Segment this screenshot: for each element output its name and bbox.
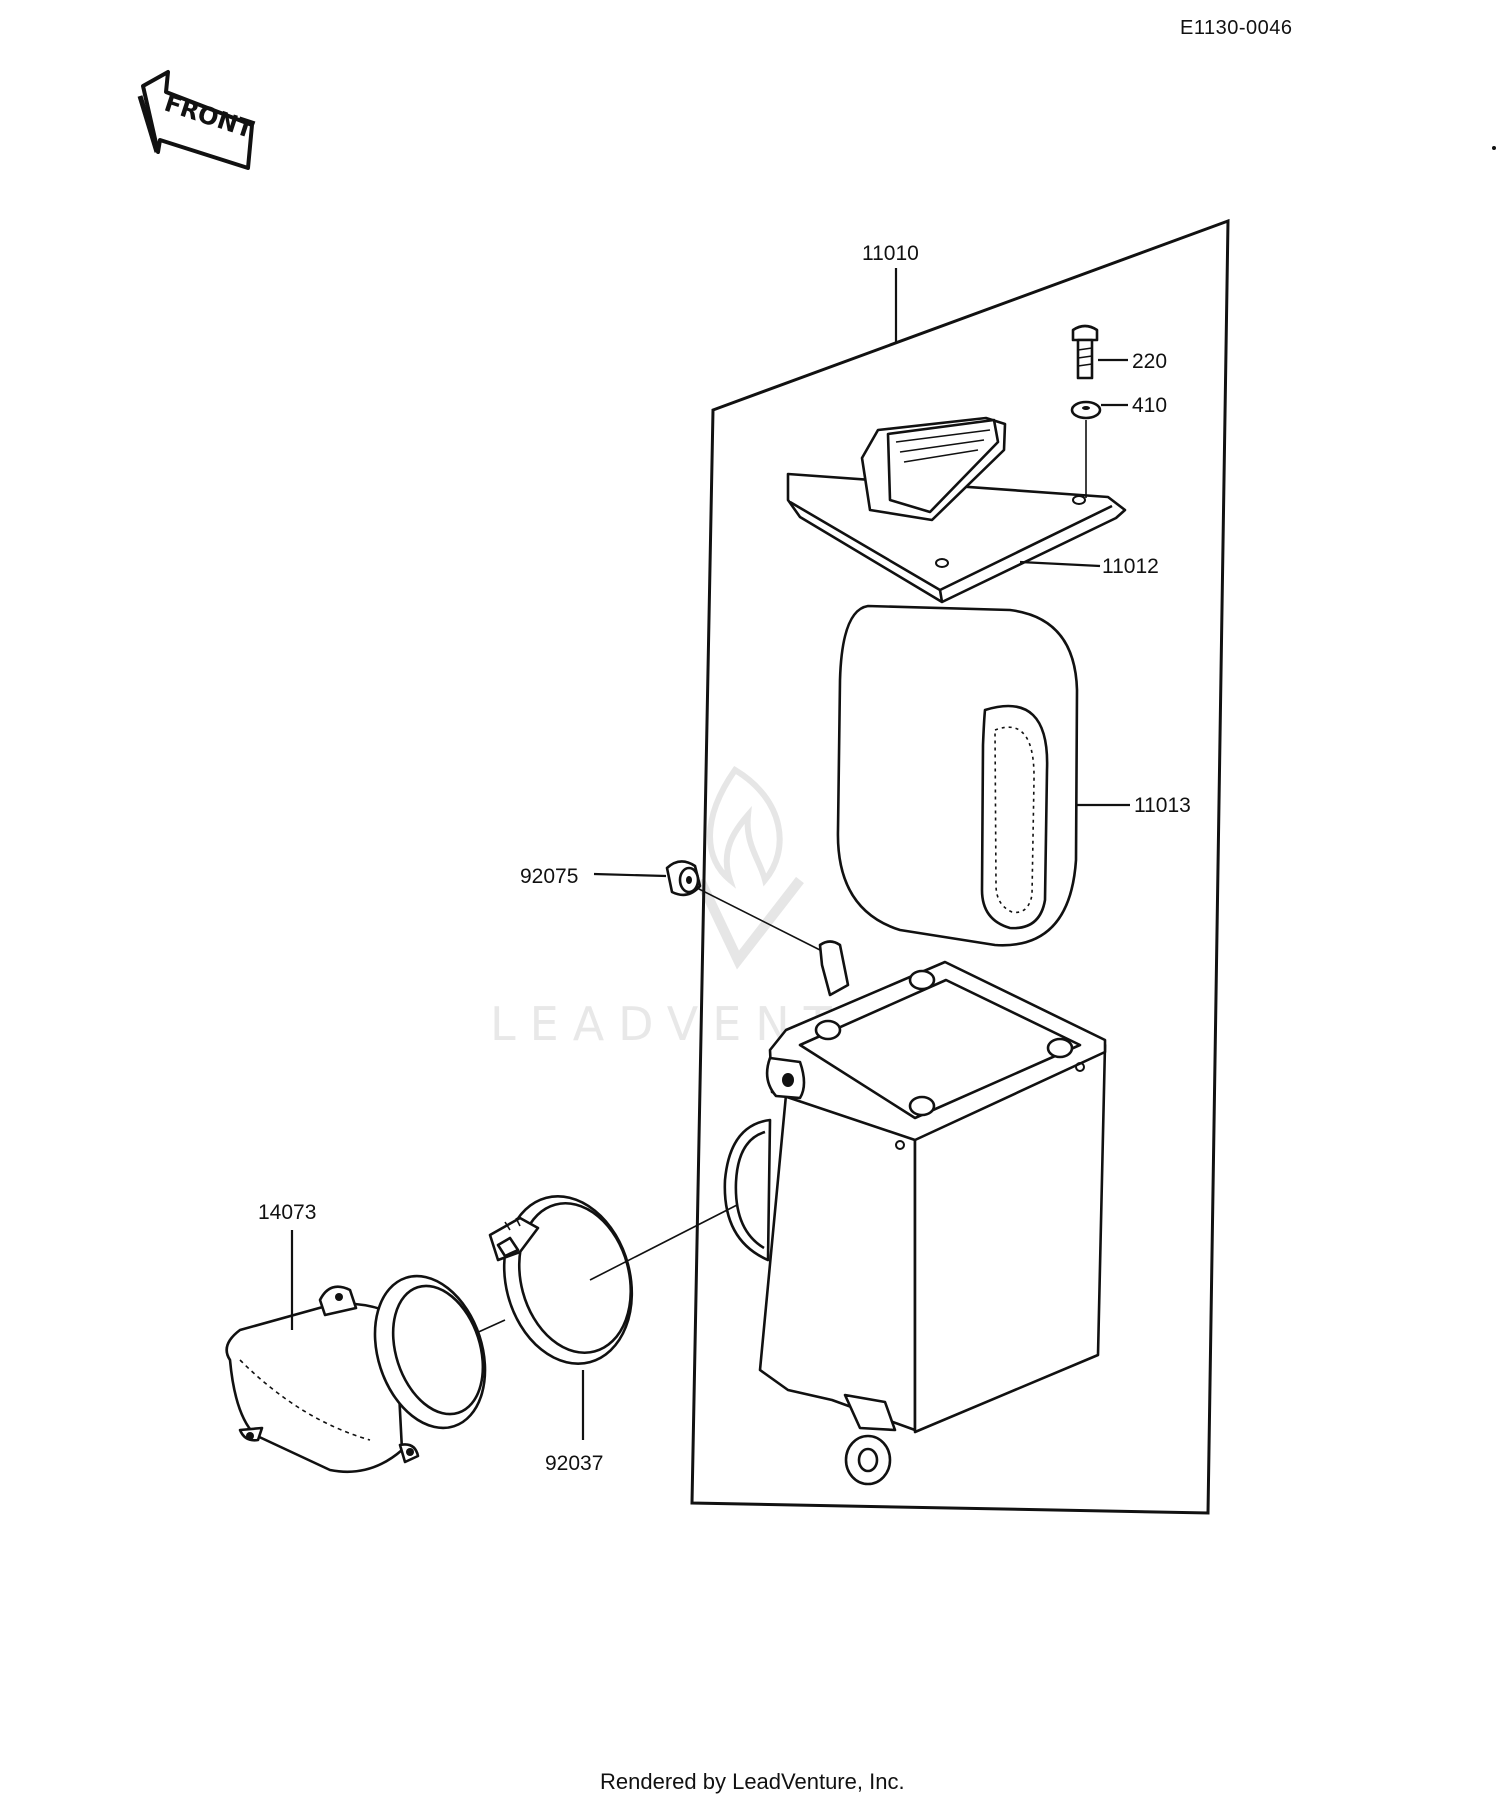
cap-part: [786, 416, 1127, 604]
front-arrow-icon: FRONT: [137, 70, 258, 170]
part-number-92075[interactable]: 92075: [520, 865, 578, 888]
leader-cap: [1019, 560, 1101, 568]
part-number-410[interactable]: 410: [1132, 394, 1167, 417]
footer-credit: Rendered by LeadVenture, Inc.: [600, 1769, 905, 1794]
grommet-guide-line: [696, 887, 821, 951]
grommet-part: [665, 860, 702, 897]
part-number-92037[interactable]: 92037: [545, 1452, 603, 1475]
part-number-11012[interactable]: 11012: [1102, 555, 1159, 578]
part-number-11013[interactable]: 11013: [1134, 794, 1191, 817]
clamp-part: [488, 1195, 634, 1365]
part-number-11010[interactable]: 11010: [862, 242, 919, 265]
part-number-14073[interactable]: 14073: [258, 1201, 316, 1224]
part-number-220[interactable]: 220: [1132, 350, 1167, 373]
housing-part: [723, 940, 1107, 1486]
leader-grommet: [593, 872, 667, 878]
diagram-code: E1130-0046: [1180, 17, 1293, 39]
clamp-guide-line: [589, 1204, 738, 1281]
bolt-part: [1071, 324, 1099, 380]
washer-part: [1070, 400, 1102, 420]
assembly-frame: [690, 218, 1230, 1515]
duct-part: [225, 1274, 487, 1474]
element-part: [836, 604, 1079, 947]
